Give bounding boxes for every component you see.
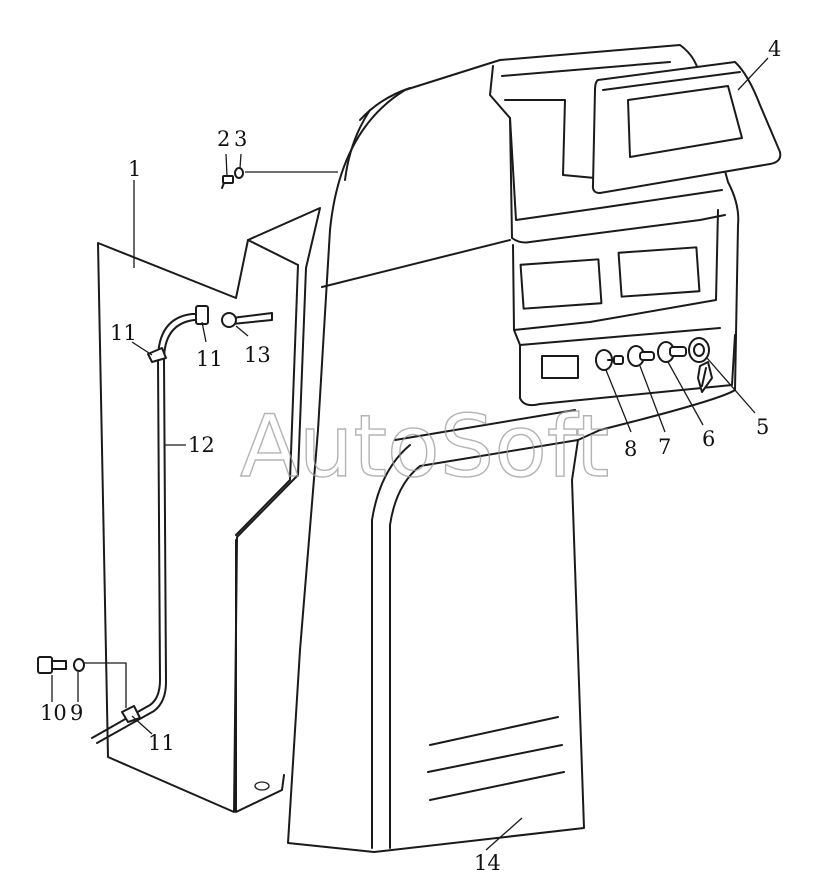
callout-11-top-left: 11 [110,321,137,345]
bolt-2 [221,175,234,189]
console-body [287,44,740,853]
bolt-10 [37,656,67,674]
callout-13: 13 [244,343,271,367]
callout-11-bottom: 11 [148,731,175,755]
ignition-key-5 [688,337,713,393]
callout-12: 12 [188,433,215,457]
callout-3: 3 [234,127,247,151]
washer-3 [234,167,244,179]
leader-lines [51,57,769,851]
callout-9: 9 [70,701,83,725]
switch-8 [595,349,624,371]
callout-7: 7 [658,435,671,459]
callout-4: 4 [768,37,781,61]
callout-14: 14 [474,851,501,875]
callout-8: 8 [624,437,637,461]
switch-7 [627,345,655,367]
callout-6: 6 [702,427,715,451]
callout-5: 5 [756,415,769,439]
washer-9 [73,658,85,672]
callout-11-top-right: 11 [196,347,223,371]
callout-10: 10 [40,701,67,725]
display-monitor [591,61,782,194]
switch-6 [657,341,687,363]
callout-2: 2 [217,127,230,151]
callout-1: 1 [128,157,141,181]
watermark-text: AutoSoft [240,397,609,497]
